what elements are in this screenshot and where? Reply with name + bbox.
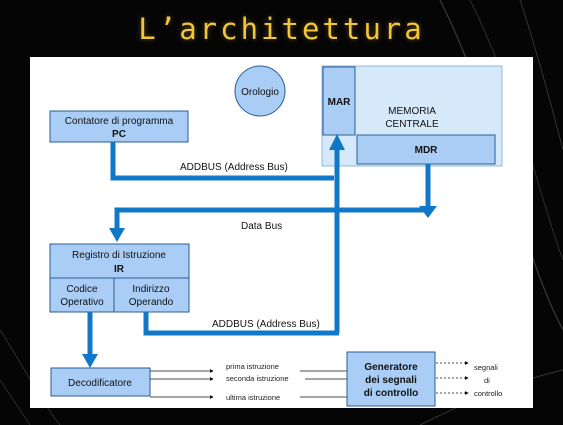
mdr-label: MDR xyxy=(415,145,439,156)
instruction-last-label: ultima istruzione xyxy=(226,393,280,402)
program-counter-box xyxy=(49,110,189,143)
slide-title: L’architettura xyxy=(138,12,425,46)
memory-label-line2: CENTRALE xyxy=(385,119,439,130)
signals-label-line1: segnali xyxy=(474,363,498,372)
decoder-arrowhead xyxy=(82,354,98,368)
pc-label-line2: PC xyxy=(112,129,126,140)
mar-label: MAR xyxy=(328,97,352,108)
generator-label-line2: dei segnali xyxy=(365,375,417,386)
addbus-bottom-line xyxy=(143,312,339,336)
decoder-label: Decodificatore xyxy=(68,378,132,389)
operand-label-line1: Indirizzo xyxy=(132,284,170,295)
operand-address-box xyxy=(113,277,190,313)
opcode-label-line2: Operativo xyxy=(60,297,104,308)
signals-label-line3: controllo xyxy=(474,389,502,398)
addbus-top-label: ADDBUS (Address Bus) xyxy=(180,162,288,173)
opcode-label-line1: Codice xyxy=(66,284,98,295)
instruction-first-label: prima istruzione xyxy=(226,362,279,371)
operand-label-line2: Operando xyxy=(129,297,174,308)
addbus-bottom-label: ADDBUS (Address Bus) xyxy=(212,319,320,330)
clock-label: Orologio xyxy=(241,87,279,98)
ir-label-line2: IR xyxy=(114,264,125,275)
opcode-box xyxy=(49,277,115,313)
generator-label-line3: di controllo xyxy=(364,388,418,399)
generator-label-line1: Generatore xyxy=(364,362,418,373)
signals-label-line2: di xyxy=(484,376,490,385)
data-bus-line xyxy=(114,164,431,230)
control-signal-generator-box xyxy=(346,351,436,407)
clock-circle xyxy=(234,65,286,117)
data-bus-ir-arrowhead xyxy=(109,228,125,242)
pc-label-line1: Contatore di programma xyxy=(65,116,174,127)
memory-label-line1: MEMORIA xyxy=(388,106,436,117)
decoder-box xyxy=(50,367,151,397)
ir-label-line1: Registro di Istruzione xyxy=(72,250,166,261)
instruction-second-label: seconda istruzione xyxy=(226,374,289,383)
mar-arrowhead xyxy=(329,134,345,150)
data-bus-label: Data Bus xyxy=(241,221,282,232)
instruction-register-box xyxy=(49,243,190,279)
addbus-top-line xyxy=(110,142,334,181)
mar-register xyxy=(322,66,356,136)
data-bus-right-arrowhead xyxy=(419,206,437,218)
